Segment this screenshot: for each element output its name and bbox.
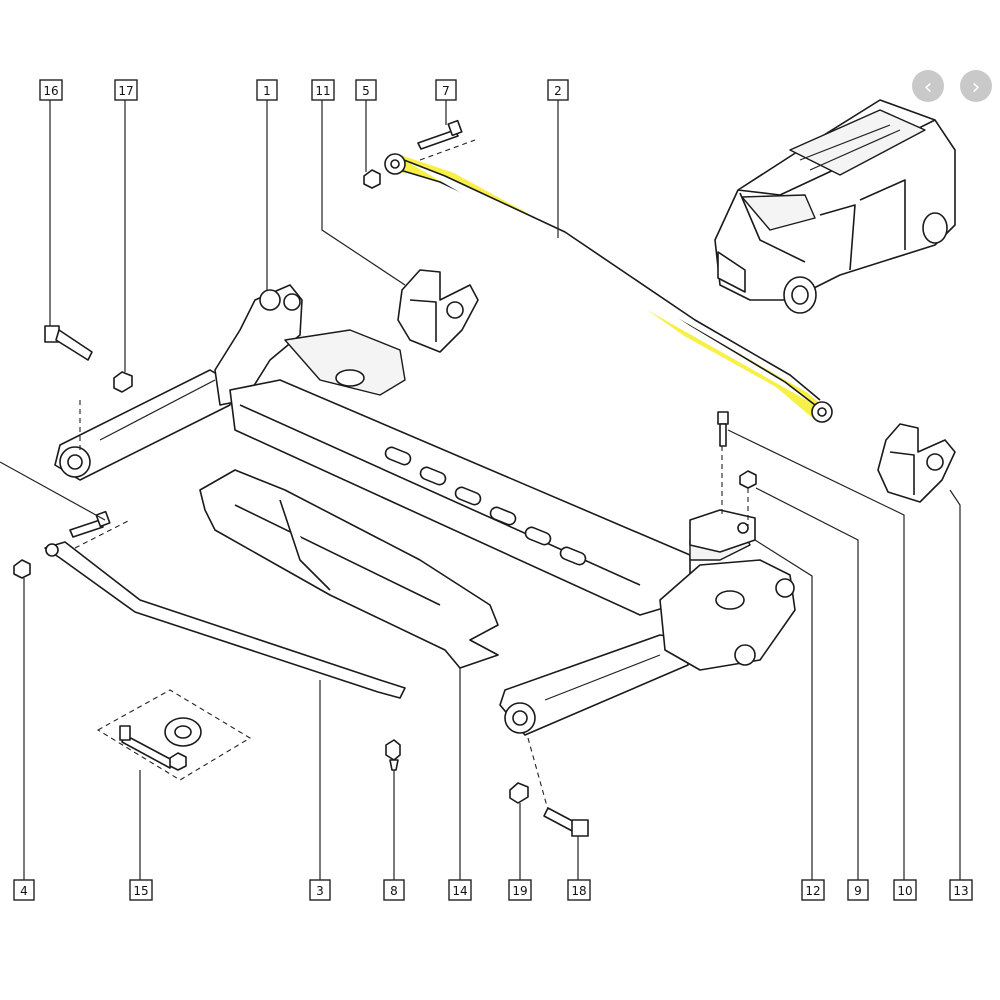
callout-number: 5 — [362, 84, 370, 98]
next-image-button[interactable]: › — [960, 70, 992, 102]
callout-box — [448, 879, 472, 901]
callout-number: 15 — [133, 884, 148, 898]
callout-number: 8 — [390, 884, 398, 898]
callout-number: 10 — [897, 884, 912, 898]
callout-14[interactable]: 14 — [448, 879, 472, 901]
leader-lines — [0, 100, 961, 880]
van-illustration — [714, 99, 956, 314]
part-4-nut[interactable] — [13, 559, 31, 579]
part-11-bracket[interactable] — [397, 269, 479, 353]
callout-box — [949, 879, 973, 901]
callout-number: 3 — [316, 884, 324, 898]
callout-box — [547, 79, 569, 101]
callout-box — [567, 879, 591, 901]
callout-16[interactable]: 16 — [39, 79, 63, 101]
part-12-bracket[interactable] — [689, 509, 756, 553]
callout-number: 4 — [20, 884, 28, 898]
callout-box — [13, 879, 35, 901]
callout-box — [309, 879, 331, 901]
callout-number: 17 — [118, 84, 133, 98]
callout-11[interactable]: 11 — [311, 79, 335, 101]
callout-12[interactable]: 12 — [801, 879, 825, 901]
part-2-panhard-rod[interactable] — [384, 153, 833, 423]
callout-7[interactable]: 7 — [435, 79, 457, 101]
callout-number: 9 — [854, 884, 862, 898]
part-5-nut[interactable] — [363, 169, 381, 189]
callout-19[interactable]: 19 — [508, 879, 532, 901]
part-13-bracket[interactable] — [877, 423, 956, 503]
callout-number: 11 — [315, 84, 330, 98]
part-17-nut[interactable] — [113, 371, 133, 393]
callout-box — [801, 879, 825, 901]
part-15-bushing-kit[interactable] — [96, 689, 252, 781]
part-16-bolt[interactable] — [44, 325, 93, 361]
callout-number: 16 — [43, 84, 58, 98]
callout-number: 2 — [554, 84, 562, 98]
callout-8[interactable]: 8 — [383, 879, 405, 901]
part-18-axis — [527, 737, 549, 811]
part-8-bolt[interactable] — [385, 739, 401, 771]
callout-5[interactable]: 5 — [355, 79, 377, 101]
part-10-bolt[interactable] — [717, 411, 729, 447]
callout-4[interactable]: 4 — [13, 879, 35, 901]
callout-2[interactable]: 2 — [547, 79, 569, 101]
callout-box — [893, 879, 917, 901]
part-7-bolt[interactable] — [417, 119, 476, 161]
callout-number: 19 — [512, 884, 527, 898]
callout-box — [129, 879, 153, 901]
callout-box — [114, 79, 138, 101]
chevron-right-icon: › — [972, 75, 981, 100]
callout-box — [39, 79, 63, 101]
prev-image-button[interactable]: ‹ — [912, 70, 944, 102]
callout-3[interactable]: 3 — [309, 879, 331, 901]
callout-number: 14 — [452, 884, 467, 898]
callout-box — [508, 879, 532, 901]
part-14-heat-shield[interactable] — [199, 469, 499, 669]
part-9-nut[interactable] — [739, 470, 757, 489]
callout-number: 1 — [263, 84, 271, 98]
callout-box — [355, 79, 377, 101]
part-3-stabilizer-bar[interactable] — [44, 541, 406, 699]
part-19-nut[interactable] — [509, 782, 529, 804]
chevron-left-icon: ‹ — [924, 75, 933, 100]
callout-number: 18 — [571, 884, 586, 898]
callout-number: 7 — [442, 84, 450, 98]
callout-box — [435, 79, 457, 101]
part-1-axle-beam[interactable] — [54, 284, 796, 736]
callout-13[interactable]: 13 — [949, 879, 973, 901]
callout-number: 13 — [953, 884, 968, 898]
callout-number: 12 — [805, 884, 820, 898]
callout-9[interactable]: 9 — [847, 879, 869, 901]
callout-box — [847, 879, 869, 901]
part-18-bolt[interactable] — [543, 807, 589, 837]
callout-17[interactable]: 17 — [114, 79, 138, 101]
callout-box — [383, 879, 405, 901]
callout-15[interactable]: 15 — [129, 879, 153, 901]
callout-18[interactable]: 18 — [567, 879, 591, 901]
part-3-bolt[interactable] — [69, 510, 131, 549]
callout-1[interactable]: 1 — [256, 79, 278, 101]
callout-10[interactable]: 10 — [893, 879, 917, 901]
callout-box — [256, 79, 278, 101]
callout-box — [311, 79, 335, 101]
